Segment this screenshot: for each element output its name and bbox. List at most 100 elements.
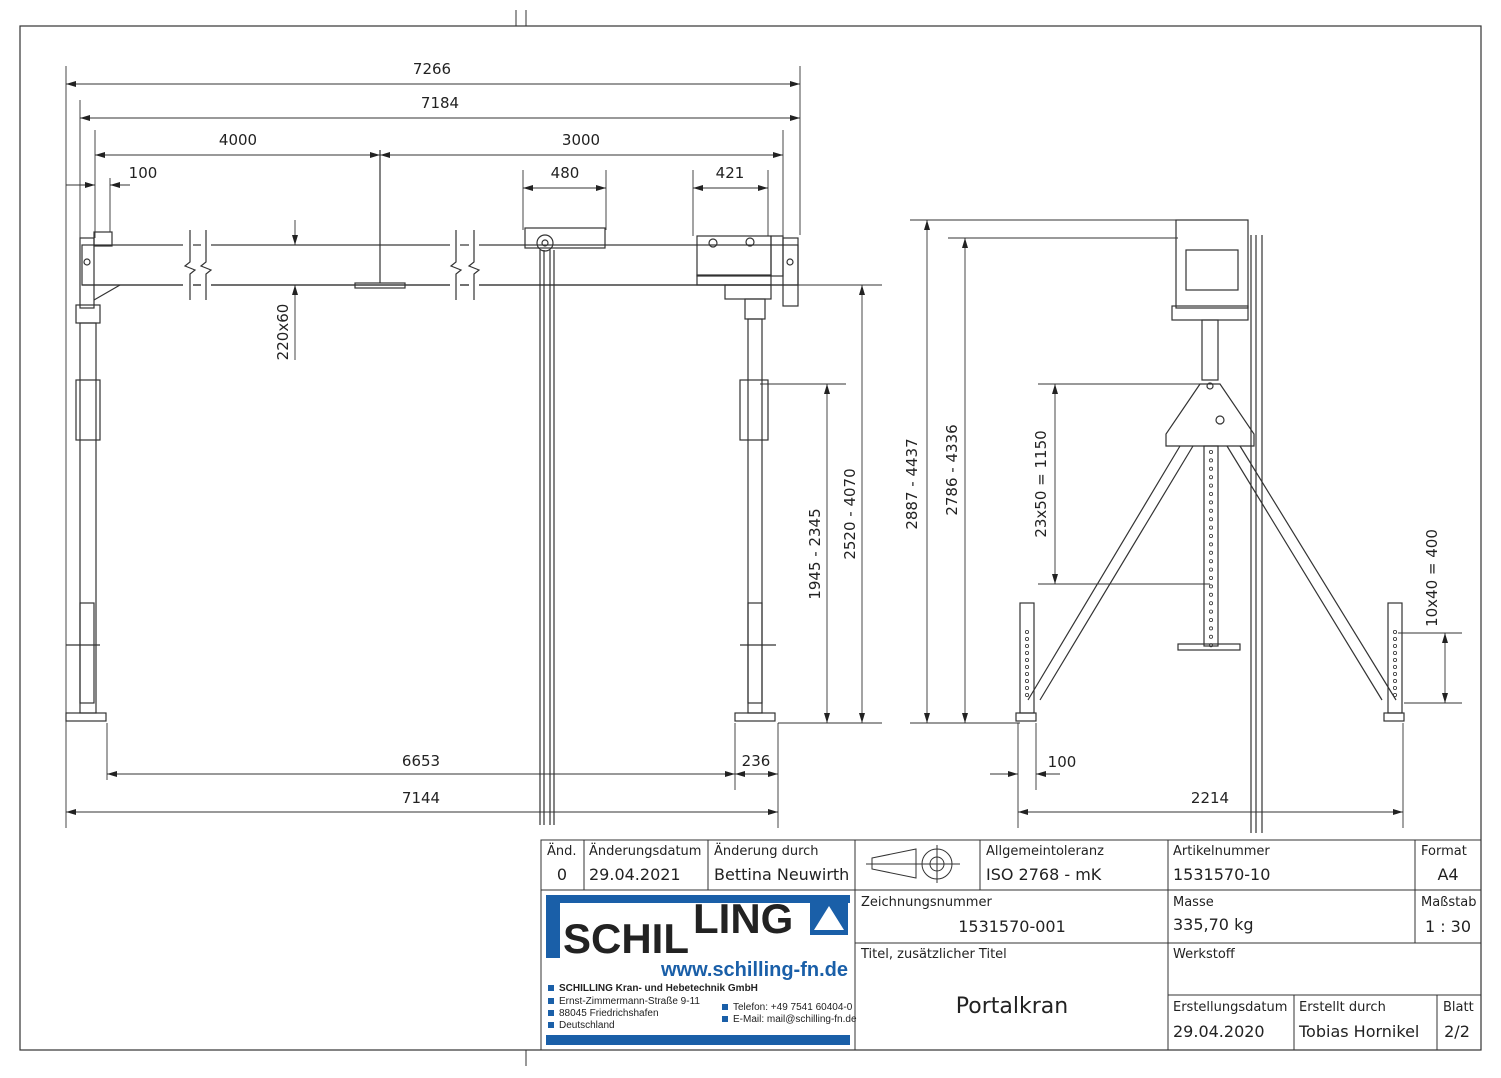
- front-dimensions: [65, 66, 882, 828]
- adjustment-hole: [1393, 672, 1398, 677]
- adjustment-hole: [1209, 601, 1214, 606]
- adjustment-hole: [1393, 679, 1398, 684]
- adjustment-hole: [1393, 651, 1398, 656]
- adjustment-hole: [1393, 630, 1398, 635]
- adjustment-hole: [1025, 658, 1030, 663]
- hdr-aenderung-durch: Änderung durch: [714, 843, 819, 859]
- hdr-artikelnummer: Artikelnummer: [1173, 844, 1270, 859]
- dim-span-right: 3000: [562, 131, 600, 149]
- dim-beam-profile: 220x60: [274, 304, 292, 361]
- dim-hole-pitch: 23x50 = 1150: [1032, 430, 1050, 537]
- dim-hoist: 421: [716, 164, 745, 182]
- adjustment-hole: [1209, 592, 1214, 597]
- adjustment-hole: [1209, 483, 1214, 488]
- hdr-blatt: Blatt: [1443, 1000, 1474, 1015]
- adjustment-hole: [1209, 508, 1214, 513]
- logo-top-bar: [546, 895, 850, 903]
- company-email: E-Mail: mail@schilling-fn.de: [733, 1014, 857, 1025]
- adjustment-hole: [1025, 686, 1030, 691]
- side-dimensions: [910, 219, 1462, 828]
- adjustment-hole: [1209, 491, 1214, 496]
- val-artikelnummer: 1531570-10: [1173, 865, 1270, 884]
- val-erstellt-durch: Tobias Hornikel: [1298, 1022, 1419, 1041]
- val-aenderung-durch: Bettina Neuwirth: [714, 865, 849, 884]
- adjustment-hole: [1393, 644, 1398, 649]
- adjustment-hole: [1209, 534, 1214, 539]
- hoist-unit: [696, 235, 772, 277]
- adjustment-hole: [1209, 517, 1214, 522]
- val-massstab: 1 : 30: [1425, 917, 1471, 936]
- adjustment-hole: [1209, 449, 1214, 454]
- company-name: SCHILLING Kran- und Hebetechnik GmbH: [559, 983, 758, 994]
- beam-break-right: [449, 228, 481, 300]
- adjustment-hole: [1209, 559, 1214, 564]
- adjustment-hole: [1209, 567, 1214, 572]
- logo-bottom-bar: [546, 1035, 850, 1045]
- hdr-titel: Titel, zusätzlicher Titel: [860, 947, 1007, 962]
- hdr-aend: Änd.: [547, 843, 577, 859]
- adjustment-hole: [1209, 542, 1214, 547]
- hdr-aenderungsdatum: Änderungsdatum: [589, 843, 701, 859]
- hdr-werkstoff: Werkstoff: [1173, 947, 1236, 962]
- dim-base-overall: 7144: [402, 789, 440, 807]
- logo-text-a: SCHIL: [563, 915, 689, 962]
- adjustment-hole: [1025, 637, 1030, 642]
- dim-height-a: 1945 - 2345: [806, 508, 824, 599]
- adjustment-hole: [1393, 686, 1398, 691]
- dim-overall-top: 7266: [413, 60, 451, 78]
- bullet-icons: [548, 985, 728, 1028]
- adjustment-hole: [1025, 651, 1030, 656]
- adjustment-hole: [1393, 637, 1398, 642]
- dim-side-height-b: 2786 - 4336: [943, 424, 961, 515]
- val-aenderungsdatum: 29.04.2021: [589, 865, 681, 884]
- adjustment-hole: [1209, 550, 1214, 555]
- adjustment-hole: [1209, 618, 1214, 623]
- adjustment-hole: [1025, 665, 1030, 670]
- dim-trolley: 480: [551, 164, 580, 182]
- val-aend: 0: [557, 865, 567, 884]
- front-view: [65, 150, 799, 825]
- val-titel: Portalkran: [956, 994, 1068, 1019]
- adjustment-hole: [1025, 693, 1030, 698]
- hdr-erstellt-durch: Erstellt durch: [1299, 1000, 1386, 1015]
- adjustment-hole: [1209, 458, 1214, 463]
- adjustment-hole: [1209, 626, 1214, 631]
- logo-website: www.schilling-fn.de: [660, 959, 848, 981]
- center-post: [1203, 445, 1219, 647]
- side-trolley: [1175, 219, 1249, 309]
- title-block: [540, 839, 1482, 1051]
- val-masse: 335,70 kg: [1173, 915, 1254, 934]
- a-frame-plate: [1165, 383, 1255, 447]
- company-logo: SCHIL LING www.schilling-fn.de SCHILLING…: [546, 895, 857, 1045]
- dim-height-b: 2520 - 4070: [841, 468, 859, 559]
- adjustment-hole: [1209, 584, 1214, 589]
- val-blatt: 2/2: [1444, 1022, 1470, 1041]
- val-zeichnungsnummer: 1531570-001: [958, 917, 1066, 936]
- adjustment-hole: [1025, 644, 1030, 649]
- adjustment-hole: [1209, 500, 1214, 505]
- adjustment-hole: [1209, 525, 1214, 530]
- company-street: Ernst-Zimmermann-Straße 9-11: [559, 996, 700, 1007]
- adjustment-hole: [1209, 576, 1214, 581]
- dim-side-height-a: 2887 - 4437: [903, 438, 921, 529]
- adjustment-hole: [1209, 609, 1214, 614]
- dim-width: 2214: [1191, 789, 1229, 807]
- company-city: 88045 Friedrichshafen: [559, 1008, 659, 1019]
- adjustment-hole: [1025, 679, 1030, 684]
- adjustment-hole: [1393, 658, 1398, 663]
- dim-leg-pitch: 10x40 = 400: [1423, 529, 1441, 627]
- logo-triangle-icon: [814, 906, 844, 930]
- dim-base-right: 236: [742, 752, 771, 770]
- adjustment-hole: [1393, 693, 1398, 698]
- adjustment-hole: [1025, 630, 1030, 635]
- side-holes: [1025, 449, 1398, 698]
- val-allgemeintoleranz: ISO 2768 - mK: [986, 865, 1102, 884]
- company-phone: Telefon: +49 7541 60404-0: [733, 1002, 853, 1013]
- hdr-zeichnungsnummer: Zeichnungsnummer: [861, 895, 992, 910]
- hdr-allgemeintoleranz: Allgemeintoleranz: [986, 844, 1104, 859]
- val-format: A4: [1437, 865, 1458, 884]
- adjustment-hole: [1209, 643, 1214, 648]
- hdr-format: Format: [1421, 844, 1467, 859]
- side-view: [1015, 219, 1405, 833]
